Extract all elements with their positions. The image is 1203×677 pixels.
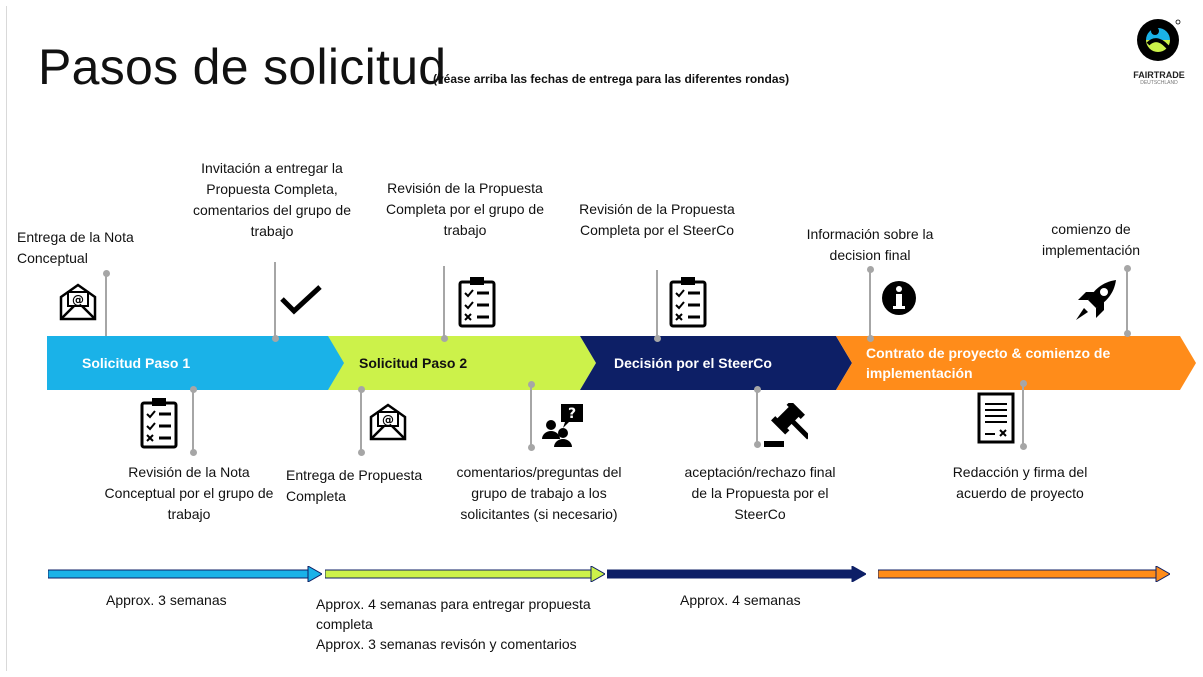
step-bottom-4-label: aceptación/rechazo final de la Propuesta… — [684, 464, 836, 522]
connector-line — [530, 385, 532, 447]
duration-text-2: Approx. 4 semanas para entregar propuest… — [316, 594, 591, 654]
phase-band-2: Solicitud Paso 2 — [328, 336, 596, 390]
phase-band-4: Contrato de proyecto & comienzo de imple… — [836, 336, 1196, 390]
connector-line — [869, 270, 871, 338]
connector-dot — [358, 386, 365, 393]
connector-line — [443, 266, 445, 338]
step-bottom-1-label: Revisión de la Nota Conceptual por el gr… — [104, 464, 274, 522]
connector-dot — [441, 335, 448, 342]
duration-line: Approx. 4 semanas para entregar propuest… — [316, 596, 591, 612]
duration-arrow-1 — [47, 565, 324, 583]
step-top-3-label: Revisión de la Propuesta Completa por el… — [386, 180, 544, 238]
connector-line — [756, 390, 758, 444]
connector-dot — [754, 386, 761, 393]
step-bottom-2-label: Entrega de Propuesta Completa — [286, 467, 423, 504]
envelope-at-icon: @ — [368, 403, 408, 445]
step-top-2-label: Invitación a entregar la Propuesta Compl… — [193, 160, 351, 239]
svg-text:@: @ — [72, 293, 84, 307]
connector-dot — [528, 381, 535, 388]
connector-dot — [867, 266, 874, 273]
logo-text: FAIRTRADE — [1133, 70, 1185, 80]
connector-dot — [754, 441, 761, 448]
connector-dot — [528, 444, 535, 451]
duration-line: Approx. 4 semanas — [680, 592, 801, 608]
duration-text-1: Approx. 3 semanas — [106, 590, 227, 610]
fairtrade-logo — [1126, 14, 1190, 94]
logo-subtext: DEUTSCHLAND — [1140, 80, 1178, 86]
page-subtitle: (véase arriba las fechas de entrega para… — [433, 72, 790, 86]
connector-dot — [190, 386, 197, 393]
duration-line: completa — [316, 616, 373, 632]
checklist-icon — [140, 397, 178, 453]
step-bottom-3-label: comentarios/preguntas del grupo de traba… — [456, 464, 622, 522]
connector-dot — [103, 270, 110, 277]
phase-label-2: Solicitud Paso 2 — [359, 355, 468, 371]
connector-dot — [272, 335, 279, 342]
connector-line — [105, 274, 107, 336]
checkmark-icon — [278, 285, 324, 319]
step-top-6-label: comienzo de implementación — [1041, 221, 1141, 258]
phase-band-1: Solicitud Paso 1 — [47, 336, 347, 390]
svg-text:?: ? — [568, 406, 576, 422]
step-bottom-5-label: Redacción y firma del acuerdo de proyect… — [952, 464, 1088, 501]
checklist-icon — [669, 276, 707, 332]
duration-line: Approx. 3 semanas revisón y comentarios — [316, 636, 577, 652]
connector-dot — [1020, 443, 1027, 450]
connector-dot — [358, 449, 365, 456]
connector-dot — [867, 335, 874, 342]
connector-dot — [1124, 330, 1131, 337]
duration-arrow-3 — [606, 565, 868, 583]
step-top-5-label: Información sobre la decision final — [806, 226, 934, 263]
connector-line — [1126, 269, 1128, 335]
duration-arrow-4 — [877, 565, 1172, 583]
step-top-1-label: Entrega de la Nota Conceptual — [17, 229, 134, 266]
page-title: Pasos de solicitud — [38, 39, 447, 95]
checklist-icon — [458, 276, 496, 332]
connector-dot — [1020, 380, 1027, 387]
duration-text-3: Approx. 4 semanas — [680, 590, 801, 610]
duration-line: Approx. 3 semanas — [106, 592, 227, 608]
phase-band-3: Decisión por el SteerCo — [580, 336, 852, 390]
slide-frame — [6, 6, 1197, 671]
envelope-at-icon: @ — [58, 283, 98, 325]
step-top-4-label: Revisión de la Propuesta Completa por el… — [579, 201, 735, 238]
phase-label-1: Solicitud Paso 1 — [82, 355, 191, 371]
connector-line — [360, 390, 362, 452]
connector-dot — [1124, 265, 1131, 272]
contract-icon — [977, 392, 1015, 448]
phase-label-3: Decisión por el SteerCo — [614, 355, 772, 371]
svg-text:@: @ — [382, 413, 394, 427]
info-icon — [881, 280, 917, 320]
duration-arrow-2 — [324, 565, 607, 583]
gavel-icon — [762, 400, 811, 453]
connector-line — [656, 270, 658, 338]
connector-line — [274, 262, 276, 338]
people-question-icon: ? — [541, 403, 585, 451]
connector-line — [192, 390, 194, 452]
phase-label-4: Contrato de proyecto & comienzo de imple… — [866, 345, 1111, 381]
connector-dot — [190, 449, 197, 456]
connector-line — [1022, 384, 1024, 446]
connector-dot — [654, 335, 661, 342]
rocket-icon — [1072, 278, 1120, 328]
